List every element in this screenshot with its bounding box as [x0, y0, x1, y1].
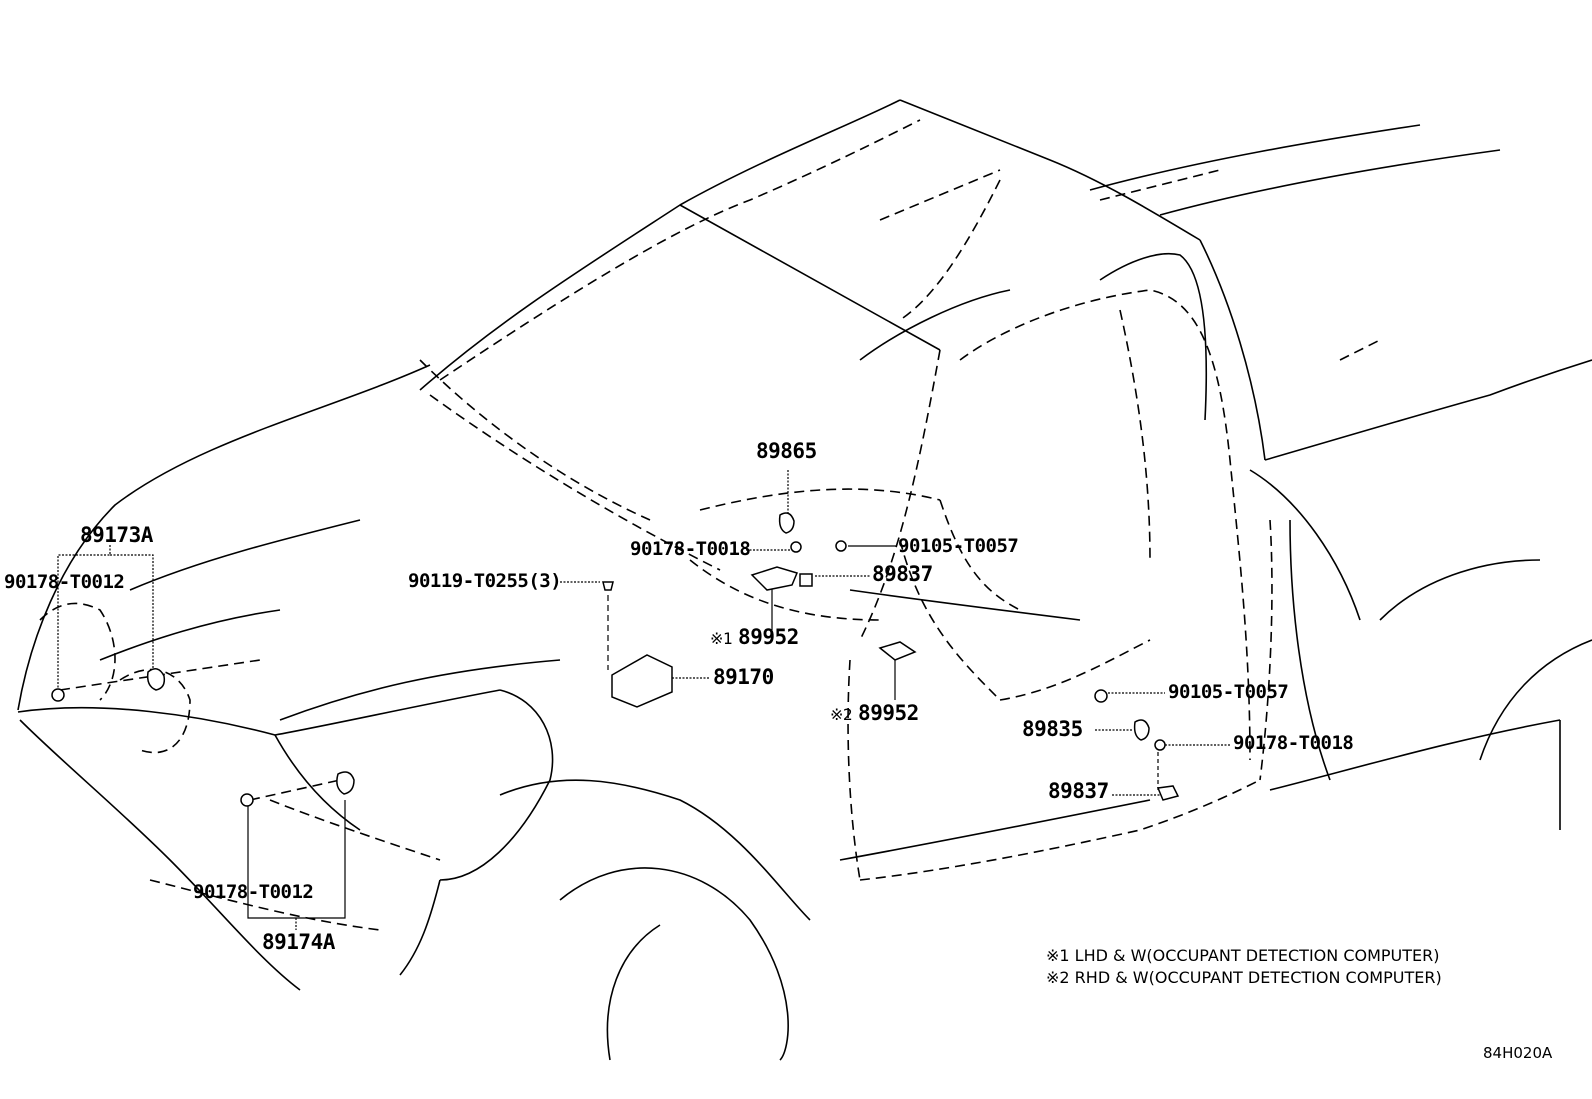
truck-hidden-lines — [39, 119, 1381, 931]
part-label-89837-upper: 89837 — [872, 562, 933, 586]
part-label-89835: 89835 — [1022, 717, 1083, 741]
illustration-number: 84H020A — [1483, 1044, 1553, 1062]
part-label-89952-lhd: ※1 89952 — [710, 627, 799, 648]
truck-body-outline — [17, 99, 1592, 1061]
leader-lines — [57, 470, 1230, 930]
part-glyphs — [51, 512, 1180, 807]
part-label-90178-t0018-lower: 90178-T0018 — [1233, 732, 1354, 754]
part-number: 89952 — [858, 701, 919, 725]
note-ref-2: ※2 — [830, 705, 853, 724]
part-label-90105-t0057-upper: 90105-T0057 — [898, 535, 1019, 557]
part-label-90105-t0057-lower: 90105-T0057 — [1168, 681, 1289, 703]
part-label-89952-rhd: ※2 89952 — [830, 703, 919, 724]
part-label-90119-t0255: 90119-T0255(3) — [408, 570, 562, 592]
part-label-90178-t0018-upper: 90178-T0018 — [630, 538, 751, 560]
part-label-89174a: 89174A — [262, 930, 335, 954]
note-ref-1: ※1 — [710, 629, 733, 648]
note-lhd: ※1 LHD & W(OCCUPANT DETECTION COMPUTER) — [1046, 946, 1440, 965]
part-number: 89952 — [738, 625, 799, 649]
part-label-90178-t0012-front: 90178-T0012 — [4, 571, 125, 593]
part-label-89173a: 89173A — [80, 523, 153, 547]
part-label-89865: 89865 — [756, 439, 817, 463]
part-label-90178-t0012-lower: 90178-T0012 — [193, 881, 314, 903]
part-label-89837-lower: 89837 — [1048, 779, 1109, 803]
part-label-89170: 89170 — [713, 665, 774, 689]
note-rhd: ※2 RHD & W(OCCUPANT DETECTION COMPUTER) — [1046, 968, 1442, 987]
